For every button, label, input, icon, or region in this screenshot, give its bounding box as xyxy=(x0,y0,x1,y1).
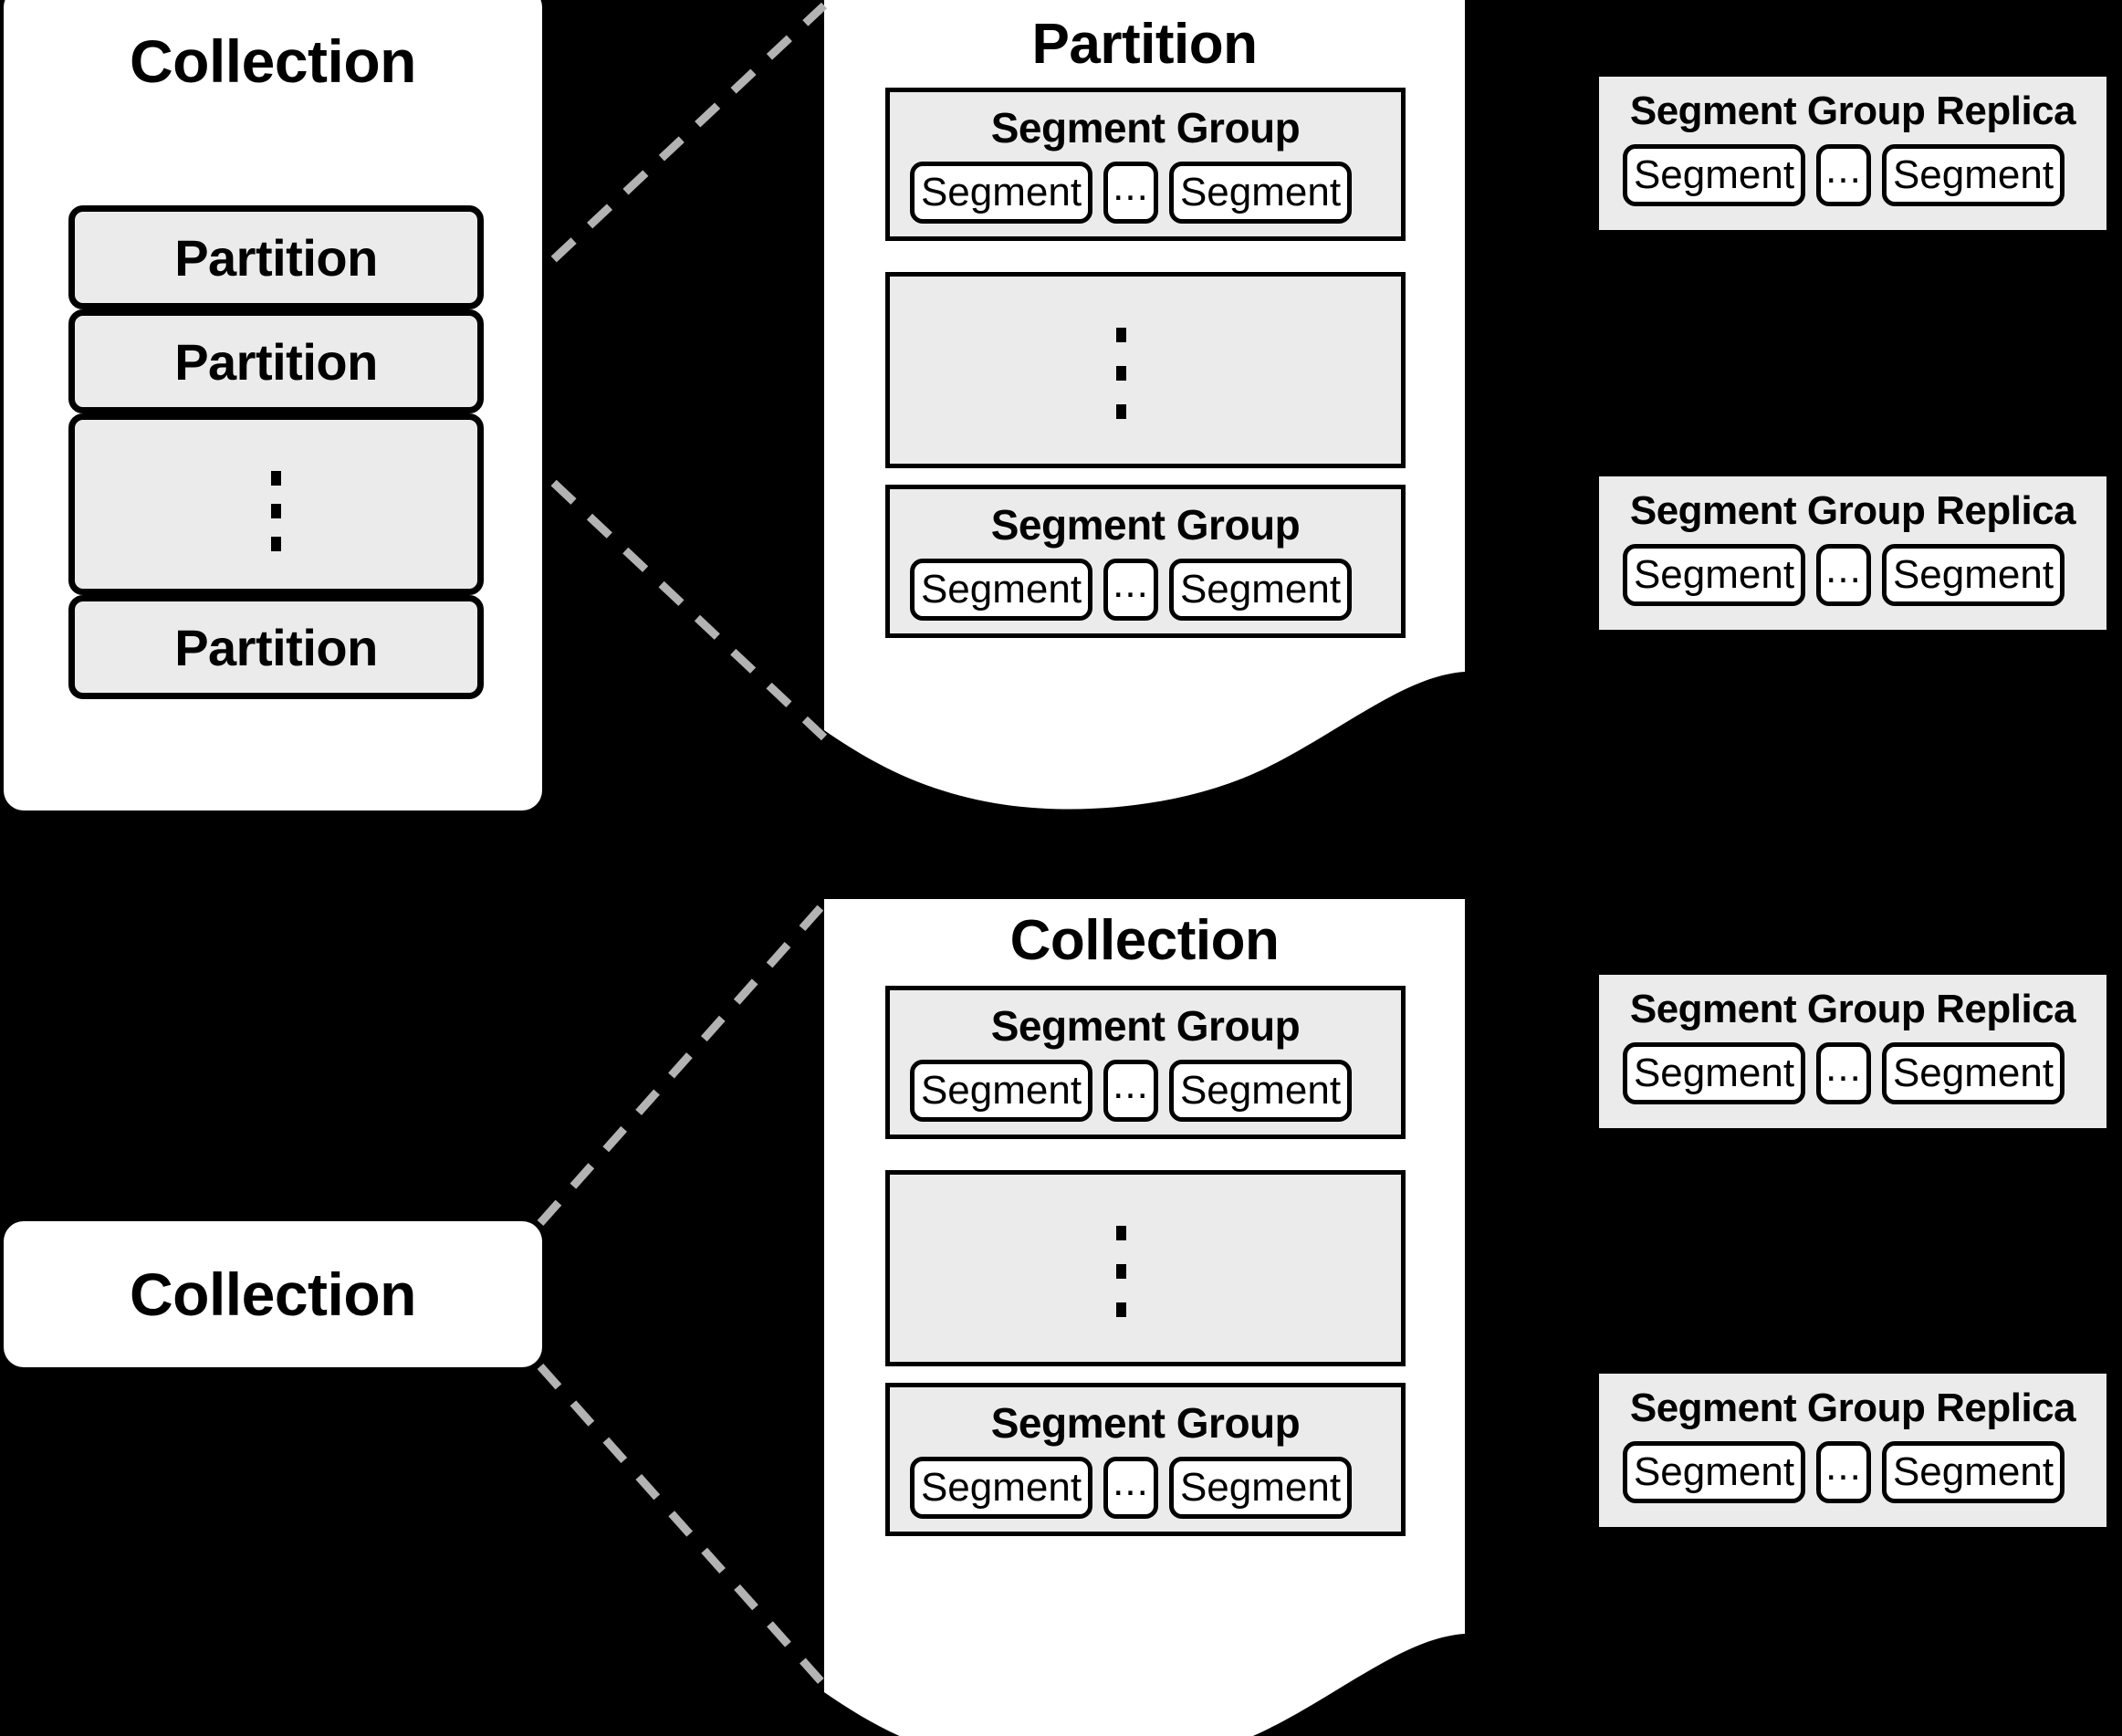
segment-chip-ellipsis: ... xyxy=(1816,544,1871,606)
segment-chip-label: Segment xyxy=(1633,1449,1795,1494)
segment-chip[interactable]: Segment xyxy=(1882,1042,2065,1104)
segment-group-title: Segment Group xyxy=(990,501,1301,549)
partition-panel-title: Partition xyxy=(1031,13,1258,76)
segment-chip-label: Segment xyxy=(1179,1465,1342,1510)
segment-group-replica-title: Segment Group Replica xyxy=(1629,1386,2076,1430)
segment-chip-label: Segment xyxy=(920,1068,1082,1113)
connector-collection-bottom xyxy=(537,1364,828,1688)
ellipsis-label: ... xyxy=(1825,547,1862,591)
ellipsis-label: ... xyxy=(1825,1444,1862,1489)
partition-chip-3[interactable]: Partition xyxy=(68,595,484,699)
ellipsis-label: ... xyxy=(1113,561,1149,606)
segment-group-box[interactable]: Segment Group Segment ... Segment xyxy=(885,485,1406,638)
segment-group-title: Segment Group xyxy=(990,1002,1301,1050)
segment-group-replica-box[interactable]: Segment Group Replica Segment ... Segmen… xyxy=(1599,975,2106,1128)
partition-chip-1[interactable]: Partition xyxy=(68,205,484,309)
bottom-collection-chip-label: Collection xyxy=(129,1260,417,1328)
bottom-collection-panel-title: Collection xyxy=(1009,909,1280,972)
segment-chip[interactable]: Segment xyxy=(1623,544,1805,606)
segment-chip-label: Segment xyxy=(1633,552,1795,597)
segment-chip[interactable]: Segment xyxy=(1169,162,1352,224)
vertical-ellipsis-icon xyxy=(270,471,281,551)
segment-chip[interactable]: Segment xyxy=(1169,1457,1352,1519)
segment-group-title: Segment Group xyxy=(990,1399,1301,1447)
top-collection-title: Collection xyxy=(129,27,417,95)
segment-group-replica-title: Segment Group Replica xyxy=(1629,987,2076,1031)
segment-chip-label: Segment xyxy=(1179,170,1342,214)
segment-chip[interactable]: Segment xyxy=(910,1060,1092,1122)
segment-chip-label: Segment xyxy=(1892,1051,2054,1095)
segment-chip[interactable]: Segment xyxy=(1882,1441,2065,1503)
segment-chip-label: Segment xyxy=(1892,152,2054,197)
segment-chip[interactable]: Segment xyxy=(1169,559,1352,621)
vertical-ellipsis-icon xyxy=(1116,328,1126,419)
segment-group-replica-title: Segment Group Replica xyxy=(1629,89,2076,133)
segment-group-gap-box xyxy=(885,272,1406,468)
segment-chip-ellipsis: ... xyxy=(1103,1060,1158,1122)
segment-chip-label: Segment xyxy=(920,170,1082,214)
partition-chip-label: Partition xyxy=(174,228,378,287)
segment-chip-ellipsis: ... xyxy=(1103,559,1158,621)
segment-chip-ellipsis: ... xyxy=(1103,1457,1158,1519)
segment-chip-label: Segment xyxy=(1179,1068,1342,1113)
segment-group-title: Segment Group xyxy=(990,104,1301,152)
segment-chip-ellipsis: ... xyxy=(1816,1441,1871,1503)
segment-group-replica-title: Segment Group Replica xyxy=(1629,488,2076,533)
segment-chip[interactable]: Segment xyxy=(1169,1060,1352,1122)
segment-chip[interactable]: Segment xyxy=(1623,144,1805,206)
segment-chip[interactable]: Segment xyxy=(910,162,1092,224)
segment-chip[interactable]: Segment xyxy=(1882,144,2065,206)
segment-chip-label: Segment xyxy=(920,1465,1082,1510)
segment-chip[interactable]: Segment xyxy=(910,1457,1092,1519)
segment-chip-ellipsis: ... xyxy=(1103,162,1158,224)
ellipsis-label: ... xyxy=(1113,1062,1149,1107)
ellipsis-label: ... xyxy=(1113,1459,1149,1504)
segment-group-replica-box[interactable]: Segment Group Replica Segment ... Segmen… xyxy=(1599,476,2106,630)
partition-chip-label: Partition xyxy=(174,332,378,391)
partition-chip-ellipsis xyxy=(68,413,484,595)
bottom-collection-chip[interactable]: Collection xyxy=(4,1221,542,1367)
partition-chip-2[interactable]: Partition xyxy=(68,309,484,413)
ellipsis-label: ... xyxy=(1825,147,1862,192)
segment-group-box[interactable]: Segment Group Segment ... Segment xyxy=(885,986,1406,1139)
connector-collection-top xyxy=(537,901,828,1226)
segment-chip-label: Segment xyxy=(920,567,1082,612)
segment-chip-ellipsis: ... xyxy=(1816,144,1871,206)
segment-group-replica-box[interactable]: Segment Group Replica Segment ... Segmen… xyxy=(1599,77,2106,230)
segment-chip[interactable]: Segment xyxy=(910,559,1092,621)
segment-group-box[interactable]: Segment Group Segment ... Segment xyxy=(885,88,1406,241)
partition-chip-label: Partition xyxy=(174,618,378,676)
segment-chip-label: Segment xyxy=(1892,552,2054,597)
ellipsis-label: ... xyxy=(1825,1045,1862,1090)
segment-group-gap-box xyxy=(885,1170,1406,1366)
segment-chip[interactable]: Segment xyxy=(1623,1441,1805,1503)
segment-chip-ellipsis: ... xyxy=(1816,1042,1871,1104)
vertical-ellipsis-icon xyxy=(1116,1226,1126,1317)
segment-chip-label: Segment xyxy=(1633,1051,1795,1095)
segment-group-box[interactable]: Segment Group Segment ... Segment xyxy=(885,1383,1406,1536)
segment-chip-label: Segment xyxy=(1633,152,1795,197)
segment-group-replica-box[interactable]: Segment Group Replica Segment ... Segmen… xyxy=(1599,1374,2106,1527)
ellipsis-label: ... xyxy=(1113,164,1149,209)
segment-chip[interactable]: Segment xyxy=(1882,544,2065,606)
segment-chip-label: Segment xyxy=(1179,567,1342,612)
segment-chip-label: Segment xyxy=(1892,1449,2054,1494)
segment-chip[interactable]: Segment xyxy=(1623,1042,1805,1104)
